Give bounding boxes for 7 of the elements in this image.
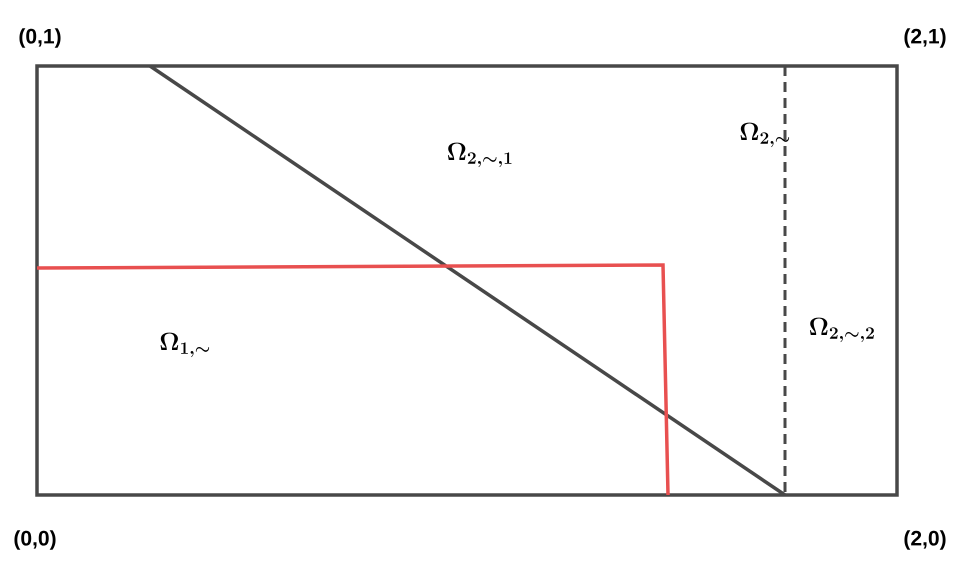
coordinate-label: (0,1) — [19, 28, 61, 48]
coordinate-label: (2,0) — [904, 530, 946, 550]
region-label: $\Omega_{1,\sim}$ — [160, 332, 210, 358]
coordinate-label: (2,1) — [904, 28, 946, 48]
region-label: $\Omega_{2,\sim,2}$ — [810, 318, 874, 342]
region-label: $\Omega_{2,\sim,1}$ — [448, 142, 512, 168]
coordinate-label: (0,0) — [14, 530, 56, 550]
